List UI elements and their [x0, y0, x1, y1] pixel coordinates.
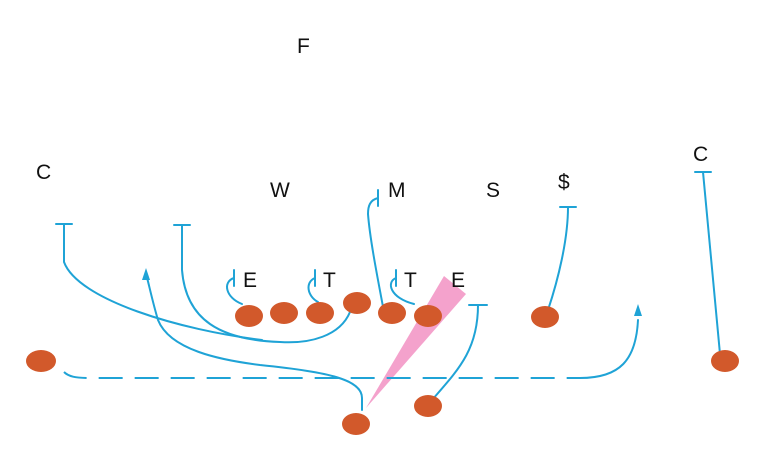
player-right-wide	[711, 350, 739, 372]
player-running-back	[414, 395, 442, 417]
player-left-tackle-o	[235, 305, 263, 327]
label-free-safety: F	[297, 35, 310, 58]
label-will: W	[270, 179, 290, 202]
route-motion-turn	[579, 319, 639, 379]
route-mike	[367, 189, 385, 313]
route-will	[173, 224, 351, 344]
label-left-end: E	[243, 269, 257, 292]
offense-players	[26, 292, 739, 435]
player-left-guard	[270, 302, 298, 324]
route-right-tackle	[389, 269, 415, 305]
route-right-end	[431, 304, 488, 401]
route-left-corner	[55, 223, 263, 341]
route-motion-dashed	[63, 371, 580, 379]
arrow-motion	[634, 304, 642, 316]
label-money: $	[558, 171, 570, 194]
label-strong-safety: S	[486, 179, 500, 202]
pass-cone	[366, 276, 466, 408]
routes	[55, 171, 721, 411]
route-left-end	[226, 269, 243, 305]
label-mike: M	[388, 179, 406, 202]
route-right-corner	[694, 171, 721, 355]
label-right-tackle: T	[404, 269, 417, 292]
route-back-wheel	[145, 273, 363, 411]
label-left-corner: C	[36, 161, 51, 184]
player-right-guard	[343, 292, 371, 314]
player-center	[306, 302, 334, 324]
arrow-back-wheel	[142, 268, 150, 280]
player-slot	[531, 306, 559, 328]
player-right-tackle-o	[378, 302, 406, 324]
player-tight-end	[414, 305, 442, 327]
label-right-corner: C	[693, 143, 708, 166]
label-right-end: E	[451, 269, 465, 292]
label-left-tackle: T	[323, 269, 336, 292]
player-left-wide	[26, 350, 56, 372]
route-left-tackle	[307, 269, 319, 303]
player-quarterback	[342, 413, 370, 435]
route-money	[547, 206, 577, 311]
